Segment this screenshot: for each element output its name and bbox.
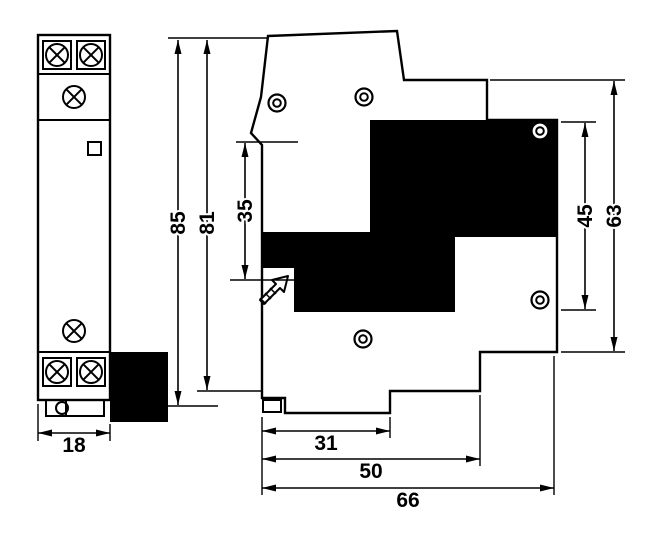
foot-base [45,399,105,417]
screw-slot [82,46,100,64]
screw-circle [62,319,86,343]
foot-hole [55,401,69,415]
screw-slot [48,46,66,64]
dimension-depth-step1: 31 [262,427,390,457]
screw-head-icon [62,85,86,109]
front-body [36,33,112,402]
dimensions: 18 85 81 35 45 63 31 50 [37,37,628,514]
screw-head-icon [353,329,373,349]
dimension-label: 81 [196,211,219,235]
screw-center [358,334,368,344]
dimension-right-outer: 63 [601,81,628,351]
dimension-label: 35 [234,199,257,223]
screw-frame [76,357,106,387]
screw-frame [42,357,72,387]
dimension-right-inner: 45 [572,123,599,309]
dimension-overall-height: 85 [165,40,192,405]
dimension-depth-step2: 50 [262,455,480,485]
screw-frame [76,40,106,70]
screw-circle [79,43,103,67]
dimension-depth-overall: 66 [262,484,554,514]
screw-head-icon [62,319,86,343]
dimension-label: 66 [396,489,419,512]
dimension-label: 31 [314,432,338,455]
screw-center [535,295,545,305]
screw-frame [42,40,72,70]
screw-center [359,92,369,102]
black-region-upper [370,120,557,237]
dimension-front-width: 18 [38,429,110,459]
screw-circle [45,43,69,67]
foot-tab [45,399,67,417]
hatch-line [269,287,277,295]
screw-head-icon [76,357,106,387]
screw-center [272,98,282,108]
side-body-outline [249,29,559,415]
screw-slot [65,322,83,340]
screw-head-icon [42,357,72,387]
screw-circle [45,360,69,384]
dimension-label: 85 [167,211,190,235]
dimension-label: 45 [574,204,597,228]
screw-head-icon [530,121,550,141]
screw-head-icon [354,87,374,107]
screw-slot [48,363,66,381]
front-view [36,33,112,417]
screw-circle [79,360,103,384]
din-clip [262,399,282,413]
screw-head-icon [267,93,287,113]
black-region-middle [262,232,455,312]
hatch-line [264,292,272,300]
dimension-label: 63 [603,204,626,227]
indicator-window [87,141,102,156]
screw-head-icon [530,290,550,310]
screw-head-icon [42,40,72,70]
screw-circle [62,85,86,109]
screw-head-icon [76,40,106,70]
hatch-line [259,297,267,305]
mounting-foot [45,399,105,417]
screw-slot [82,363,100,381]
dimension-body-height: 81 [194,40,221,390]
dimension-label: 18 [62,434,86,457]
screw-slot [65,88,83,106]
black-connector-block [110,352,168,422]
screw-center [535,126,545,136]
dimension-top-offset: 35 [232,143,259,279]
side-view [249,29,559,415]
dimension-label: 50 [359,460,382,483]
